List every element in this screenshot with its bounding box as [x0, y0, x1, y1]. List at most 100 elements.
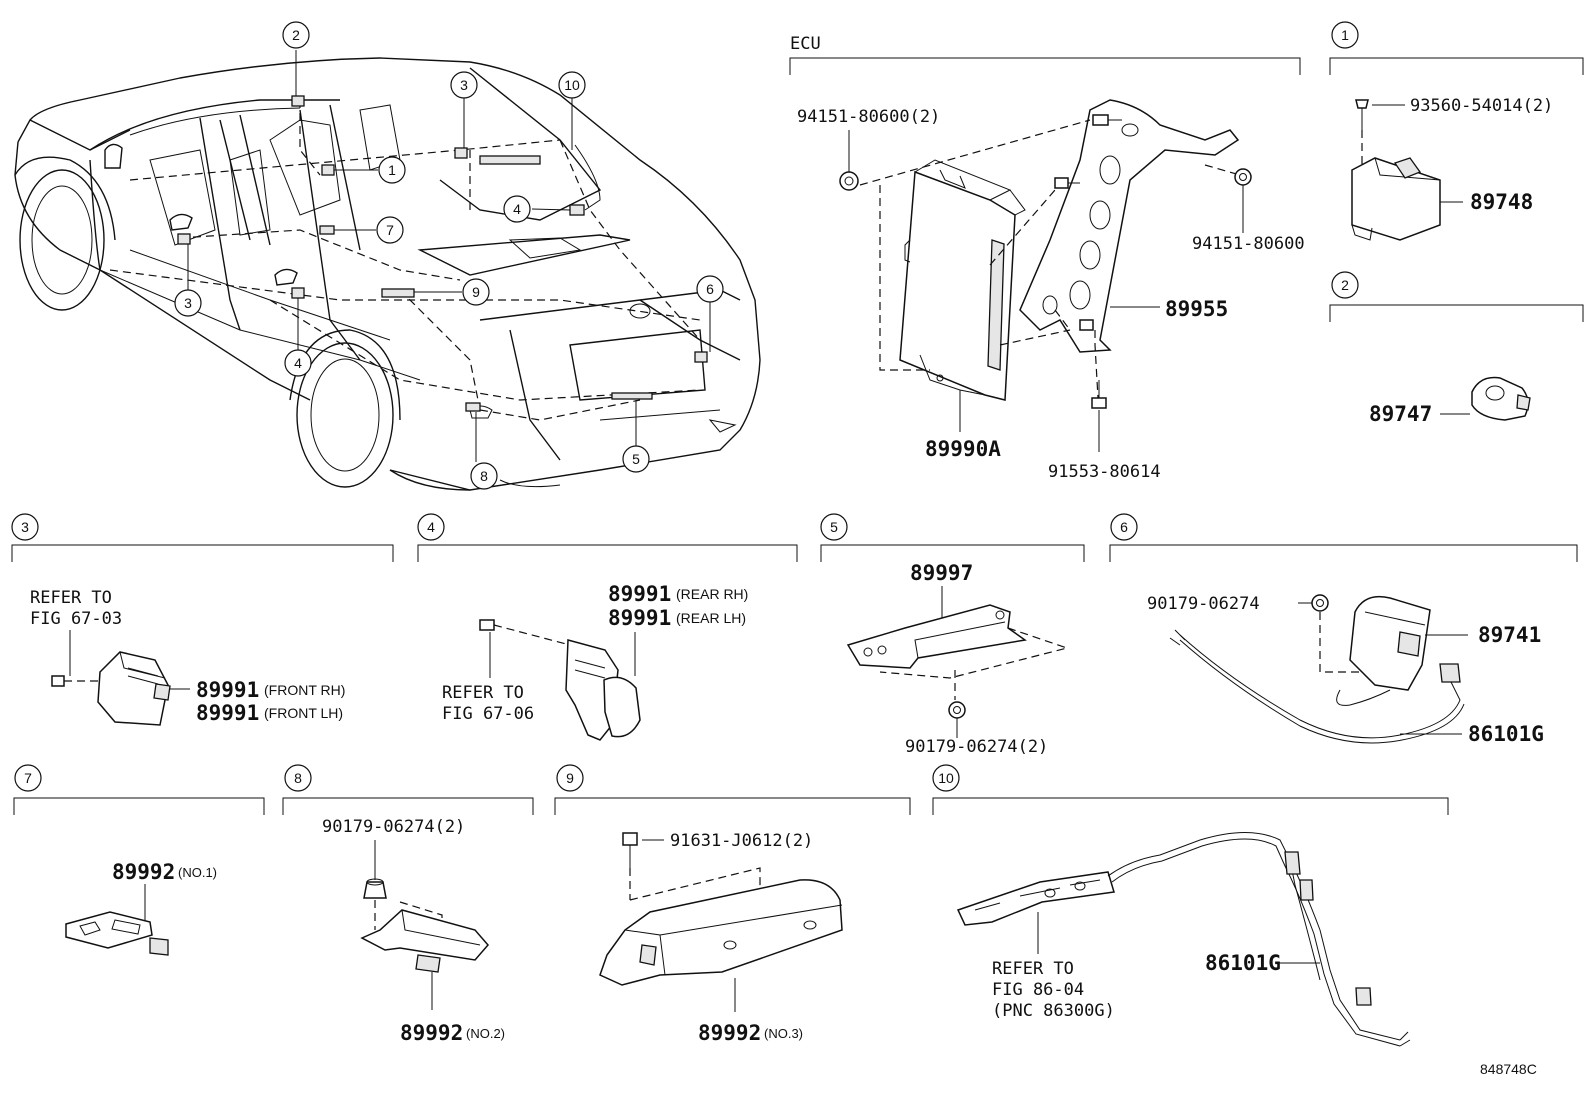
part-89747-part-number: 89747	[1369, 402, 1432, 426]
section-7: 7 89992 (NO.1)	[13, 764, 265, 956]
part-89992-no1-drawing	[65, 911, 153, 949]
part-89992-no3-part-number: 89992	[698, 1021, 761, 1045]
part-89991-front-lh-part-number: 89991	[196, 701, 259, 725]
car-callout-1: 1	[378, 156, 406, 184]
svg-text:6: 6	[1120, 519, 1128, 535]
section-9: 9 91631-J0612(2) 89992 (NO.3)	[554, 764, 911, 1045]
section-5: 5 89997 90179-06274(2)	[820, 513, 1085, 757]
part-89997-nut-part-number: 90179-06274(2)	[905, 737, 1048, 757]
section-7-badge: 7	[14, 764, 42, 792]
svg-text:7: 7	[386, 222, 394, 238]
car-callout-5: 5	[622, 445, 650, 473]
car-callout-4-front: 4	[284, 349, 312, 377]
part-89992-no2-note: (NO.2)	[466, 1026, 505, 1041]
bracket-drawing	[1019, 99, 1240, 353]
section-1-badge: 1	[1331, 21, 1359, 49]
section-4-badge: 4	[417, 513, 445, 541]
car-cutaway: 1 2 3 3 4 4 5 6 7 8 9 10	[14, 21, 761, 491]
part-89992-no3-bolt-part-number: 91631-J0612(2)	[670, 831, 813, 851]
part-89991-front-rh-part-number: 89991	[196, 678, 259, 702]
svg-text:3: 3	[460, 77, 468, 93]
car-callout-3-front: 3	[174, 289, 202, 317]
part-89992-no2-part-number: 89992	[400, 1021, 463, 1045]
section-3: 3 REFER TO FIG 67-03 89991 (FRONT RH) 89…	[11, 513, 394, 726]
car-callout-4-rear: 4	[503, 195, 531, 223]
part-89991-rear-lh-note: (REAR LH)	[676, 610, 746, 626]
svg-text:3: 3	[21, 519, 29, 535]
svg-text:4: 4	[513, 201, 521, 217]
svg-text:4: 4	[294, 355, 302, 371]
section-8: 8 90179-06274(2) 89992 (NO.2)	[282, 764, 534, 1045]
part-89992-no1-note: (NO.1)	[178, 865, 217, 880]
part-89991-rear-rh-note: (REAR RH)	[676, 586, 748, 602]
part-89748-part-number: 89748	[1470, 190, 1533, 214]
car-callout-10: 10	[558, 71, 586, 99]
section-2-badge: 2	[1331, 271, 1359, 299]
section-ecu: ECU	[789, 34, 1305, 482]
part-89991-rear-lh-part-number: 89991	[608, 606, 671, 630]
svg-text:5: 5	[632, 451, 640, 467]
part-89992-no3-note: (NO.3)	[764, 1026, 803, 1041]
ecu-nut-part-number: 94151-80600(2)	[797, 107, 940, 127]
section-3-refer-line-2: FIG 67-03	[30, 609, 122, 629]
section-ecu-title: ECU	[790, 34, 821, 54]
svg-text:5: 5	[830, 519, 838, 535]
svg-text:2: 2	[292, 27, 300, 43]
car-callout-6: 6	[696, 275, 724, 303]
part-86101g-harness-part-number: 86101G	[1468, 722, 1544, 746]
part-89991-front-rh-note: (FRONT RH)	[264, 682, 345, 698]
svg-text:3: 3	[184, 295, 192, 311]
part-89741-part-number: 89741	[1478, 623, 1541, 647]
section-10-badge: 10	[932, 764, 960, 792]
part-89992-no1-part-number: 89992	[112, 860, 175, 884]
section-3-refer-line-1: REFER TO	[30, 588, 112, 608]
svg-text:6: 6	[706, 281, 714, 297]
svg-text:10: 10	[564, 77, 580, 93]
section-10-refer-line-2: FIG 86-04	[992, 980, 1084, 1000]
section-2: 2 89747	[1329, 271, 1584, 426]
section-1: 1 93560-54014(2) 89748	[1329, 21, 1584, 241]
svg-text:10: 10	[938, 770, 954, 786]
svg-text:9: 9	[472, 284, 480, 300]
section-3-badge: 3	[11, 513, 39, 541]
part-89748-drawing	[1351, 157, 1441, 241]
section-4: 4 89991 (REAR RH) 89991 (REAR LH) REFER …	[417, 513, 798, 741]
svg-text:1: 1	[388, 162, 396, 178]
part-89991-front-drawing	[97, 651, 169, 726]
section-10-refer-line-3: (PNC 86300G)	[992, 1001, 1115, 1021]
svg-text:8: 8	[294, 770, 302, 786]
car-callout-9: 9	[462, 278, 490, 306]
part-89991-front-lh-note: (FRONT LH)	[264, 705, 343, 721]
car-callout-2: 2	[282, 21, 310, 49]
part-89992-no2-drawing	[360, 909, 489, 961]
car-callout-7: 7	[376, 216, 404, 244]
section-8-badge: 8	[284, 764, 312, 792]
car-callout-3-rear: 3	[450, 71, 478, 99]
svg-text:7: 7	[24, 770, 32, 786]
bracket-part-number: 89955	[1165, 297, 1228, 321]
section-6: 6 90179-06274 89741 86101G	[1109, 513, 1578, 746]
part-89992-no2-nut-part-number: 90179-06274(2)	[322, 817, 465, 837]
part-89992-no3-drawing	[599, 879, 843, 986]
section-4-refer-line-2: FIG 67-06	[442, 704, 534, 724]
section-10: 10 REFER TO FIG 86-04 (PNC 86300G) 86101…	[932, 764, 1449, 1047]
svg-text:2: 2	[1341, 277, 1349, 293]
part-89991-rear-rh-part-number: 89991	[608, 582, 671, 606]
section-6-badge: 6	[1110, 513, 1138, 541]
section-5-badge: 5	[820, 513, 848, 541]
section-4-refer-line-1: REFER TO	[442, 683, 524, 703]
svg-text:8: 8	[480, 468, 488, 484]
part-89741-nut-part-number: 90179-06274	[1147, 594, 1260, 614]
ecu-unit-part-number: 89990A	[925, 437, 1001, 461]
section-10-refer-line-1: REFER TO	[992, 959, 1074, 979]
part-89997-part-number: 89997	[910, 561, 973, 585]
diagram-id: 848748C	[1480, 1061, 1537, 1077]
part-89991-rear-drawing	[565, 639, 619, 741]
ecu-bolt-part-number: 91553-80614	[1048, 462, 1161, 482]
svg-text:9: 9	[566, 770, 574, 786]
part-89741-drawing	[1349, 595, 1431, 691]
svg-text:4: 4	[427, 519, 435, 535]
svg-text:1: 1	[1341, 27, 1349, 43]
part-89997-drawing	[846, 604, 1027, 669]
